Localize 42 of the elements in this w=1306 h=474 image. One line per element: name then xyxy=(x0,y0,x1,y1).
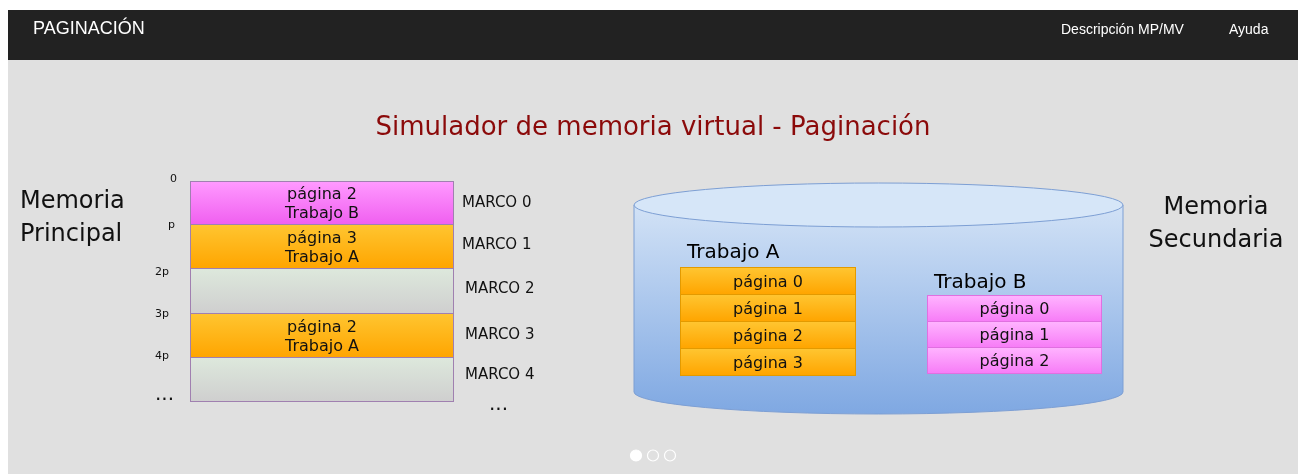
page-label: página 2 xyxy=(733,325,803,345)
page-box xyxy=(680,348,856,376)
empty-frame-box xyxy=(190,268,454,314)
frame-label: MARCO 3 xyxy=(465,325,535,343)
page-label: página 2 xyxy=(979,351,1050,370)
address-label: 0 xyxy=(170,172,177,185)
nav-link: Descripción MP/MV xyxy=(1061,21,1184,37)
page-box xyxy=(927,321,1102,348)
page-label: página 1 xyxy=(733,298,803,318)
nav-link: Ayuda xyxy=(1229,21,1269,37)
frame-content-label: página 2 Trabajo B xyxy=(283,184,361,222)
page-box xyxy=(927,295,1102,322)
memory-frame-cell xyxy=(190,224,454,269)
frame-content-label: página 3 Trabajo A xyxy=(284,227,360,266)
address-label: 2p xyxy=(155,265,169,278)
section-label: Memoria Principal xyxy=(20,185,126,249)
address-label: p xyxy=(168,218,175,231)
address-label: 4p xyxy=(155,349,169,362)
page-label: página 1 xyxy=(979,325,1050,344)
page-label: página 3 xyxy=(733,352,803,372)
page-label: página 0 xyxy=(979,299,1050,318)
ellipsis-label: ... xyxy=(489,391,509,415)
frame-label: MARCO 2 xyxy=(465,279,535,297)
ellipsis-label: ... xyxy=(155,381,175,405)
job-heading: Trabajo B xyxy=(934,269,1027,293)
frame-content-label: página 2 Trabajo A xyxy=(284,316,360,355)
section-label: Memoria Secundaria xyxy=(1147,191,1285,255)
page-label: página 0 xyxy=(733,271,803,291)
job-heading: Trabajo A xyxy=(687,239,780,263)
frame-label: MARCO 4 xyxy=(465,365,535,383)
page-box xyxy=(680,321,856,349)
page-box xyxy=(680,267,856,295)
app-title: PAGINACIÓN xyxy=(33,18,145,39)
frame-label: MARCO 1 xyxy=(462,235,532,253)
page-box xyxy=(680,294,856,322)
memory-frame-cell xyxy=(190,313,454,358)
page-box xyxy=(927,347,1102,374)
frame-label: MARCO 0 xyxy=(462,193,532,211)
empty-frame-box xyxy=(190,357,454,402)
memory-frame-cell xyxy=(190,181,454,225)
page-title: Simulador de memoria virtual - Paginación xyxy=(374,111,932,141)
address-label: 3p xyxy=(155,307,169,320)
